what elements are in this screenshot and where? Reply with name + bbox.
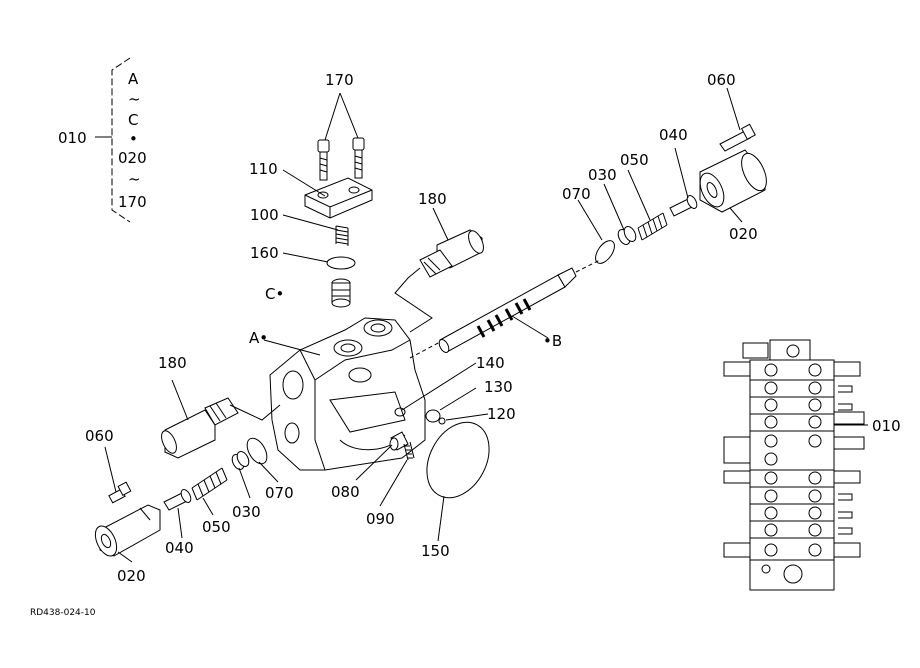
bracket-line-3: C bbox=[128, 111, 138, 129]
cover-plate-110 bbox=[304, 177, 373, 219]
spring-090 bbox=[403, 441, 415, 461]
left-spring-group bbox=[94, 437, 268, 557]
label-020-top: 020 bbox=[729, 225, 758, 243]
label-070-top: 070 bbox=[562, 185, 591, 203]
label-110: 110 bbox=[249, 160, 278, 178]
solenoid-180-top bbox=[394, 229, 484, 333]
label-060-left: 060 bbox=[85, 427, 114, 445]
o-ring-150 bbox=[426, 421, 490, 499]
top-cover-group bbox=[304, 137, 373, 308]
label-020-bottom: 020 bbox=[117, 567, 146, 585]
stopper-040-top bbox=[669, 195, 698, 217]
stopper-040-bottom bbox=[163, 489, 192, 511]
assembly-bracket: 010 A ~ C • 020 ~ 170 bbox=[58, 57, 147, 223]
label-160: 160 bbox=[250, 244, 279, 262]
bracket-line-4: • bbox=[129, 130, 138, 148]
port-circles bbox=[761, 363, 822, 584]
poppet-plug bbox=[331, 278, 351, 308]
label-120: 120 bbox=[487, 405, 516, 423]
spring-050-bottom bbox=[191, 467, 228, 501]
label-040-top: 040 bbox=[659, 126, 688, 144]
spring-seat-030-bottom bbox=[231, 451, 250, 470]
label-140: 140 bbox=[476, 354, 505, 372]
label-a-marker: A• bbox=[249, 329, 268, 347]
label-030-top: 030 bbox=[588, 166, 617, 184]
bolt-060-top bbox=[719, 123, 756, 152]
spring-050-top bbox=[637, 212, 668, 241]
o-ring-130 bbox=[425, 409, 441, 423]
bracket-line-6: ~ bbox=[128, 170, 141, 188]
leader-lines bbox=[104, 87, 743, 563]
cap-020-top bbox=[699, 149, 767, 213]
label-100: 100 bbox=[250, 206, 279, 224]
bracket-line-2: ~ bbox=[128, 90, 141, 108]
bracket-line-5: 020 bbox=[118, 149, 147, 167]
label-050-top: 050 bbox=[620, 151, 649, 169]
label-050-bottom: 050 bbox=[202, 518, 231, 536]
label-070-bottom: 070 bbox=[265, 484, 294, 502]
ball-120 bbox=[438, 417, 446, 425]
label-180-top: 180 bbox=[418, 190, 447, 208]
label-060-top: 060 bbox=[707, 71, 736, 89]
label-040-bottom: 040 bbox=[165, 539, 194, 557]
bracket-label-010: 010 bbox=[58, 129, 87, 147]
solenoid-180-left bbox=[161, 397, 281, 459]
bolt-170-left bbox=[317, 139, 330, 181]
spool-B bbox=[409, 259, 601, 359]
label-030-bottom: 030 bbox=[232, 503, 261, 521]
label-180-left: 180 bbox=[158, 354, 187, 372]
o-ring-070-bottom bbox=[246, 437, 268, 465]
drawing-code: RD438-024-10 bbox=[30, 608, 96, 618]
cap-020-bottom bbox=[94, 504, 161, 557]
label-c-marker: C• bbox=[265, 285, 284, 303]
plug-080 bbox=[389, 431, 409, 451]
spring-100 bbox=[335, 225, 349, 246]
bracket-line-1: A bbox=[128, 70, 139, 88]
bolt-060-bottom bbox=[108, 481, 132, 504]
o-ring-070-top bbox=[595, 240, 615, 264]
front-face-parts bbox=[389, 409, 490, 499]
spring-seat-030-top bbox=[617, 226, 637, 245]
valve-body bbox=[269, 317, 426, 471]
label-080: 080 bbox=[331, 483, 360, 501]
bracket-line-7: 170 bbox=[118, 193, 147, 211]
label-090: 090 bbox=[366, 510, 395, 528]
right-spring-group bbox=[595, 123, 767, 264]
callout-labels: 170 110 100 160 C• A• 180 060 040 050 03… bbox=[85, 71, 901, 585]
bolt-170-right bbox=[352, 137, 365, 179]
label-b-marker: •B bbox=[543, 332, 562, 350]
assembled-valve-010 bbox=[723, 339, 868, 591]
label-130: 130 bbox=[484, 378, 513, 396]
label-150: 150 bbox=[421, 542, 450, 560]
o-ring-160 bbox=[326, 256, 356, 270]
label-170: 170 bbox=[325, 71, 354, 89]
label-010-assembly: 010 bbox=[872, 417, 901, 435]
